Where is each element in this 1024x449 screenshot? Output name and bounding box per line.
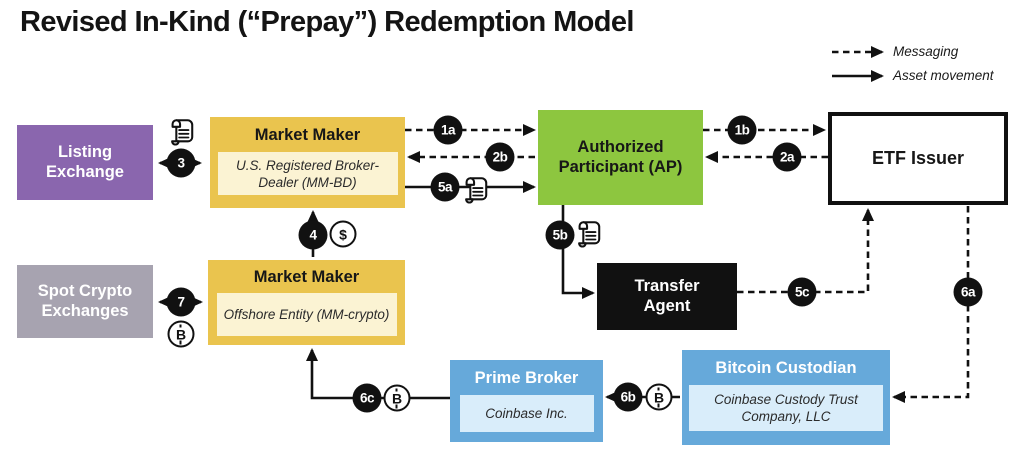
step-badge-5a: 5a: [430, 172, 460, 202]
step-badge-7: 7: [166, 287, 196, 317]
market-maker-offshore-title: Market Maker: [253, 268, 360, 286]
market-maker-offshore-subtitle: Offshore Entity (MM-crypto): [216, 293, 397, 337]
node-authorized-participant: Authorized Participant (AP): [538, 110, 703, 205]
node-market-maker-offshore: Market Maker Offshore Entity (MM-crypto): [208, 260, 405, 345]
step-badge-2a: 2a: [772, 142, 802, 172]
dollar-icon: $: [329, 220, 357, 248]
market-maker-us-subtitle: U.S. Registered Broker-Dealer (MM-BD): [217, 152, 398, 196]
prime-broker-title: Prime Broker: [474, 369, 579, 387]
authorized-participant-label: Authorized Participant (AP): [558, 138, 683, 176]
bitcoin-icon: B: [167, 320, 195, 348]
node-spot-crypto-exchanges: Spot Crypto Exchanges: [17, 265, 153, 338]
node-listing-exchange: Listing Exchange: [17, 125, 153, 200]
step-badge-5b: 5b: [545, 220, 575, 250]
step-badge-5c: 5c: [787, 277, 817, 307]
step-badge-1b: 1b: [727, 115, 757, 145]
etf-issuer-label: ETF Issuer: [871, 147, 965, 168]
step-badge-1a: 1a: [433, 115, 463, 145]
step-badge-6b: 6b: [613, 382, 643, 412]
step-badge-3: 3: [166, 148, 196, 178]
listing-exchange-label: Listing Exchange: [46, 143, 124, 181]
scroll-icon: [573, 219, 603, 248]
prime-broker-subtitle: Coinbase Inc.: [459, 395, 594, 433]
node-market-maker-us: Market Maker U.S. Registered Broker-Deal…: [210, 117, 405, 208]
scroll-icon: [166, 117, 196, 146]
node-etf-issuer: ETF Issuer: [828, 112, 1008, 205]
step-badge-6c: 6c: [352, 383, 382, 413]
step-badge-4: 4: [298, 220, 328, 250]
legend-messaging-label: Messaging: [893, 44, 959, 59]
step-badge-2b: 2b: [485, 142, 515, 172]
transfer-agent-label: Transfer Agent: [634, 277, 700, 315]
bitcoin-icon: B: [383, 384, 411, 412]
scroll-icon: [460, 175, 490, 204]
market-maker-us-title: Market Maker: [254, 126, 361, 144]
page-title: Revised In-Kind (“Prepay”) Redemption Mo…: [20, 6, 634, 38]
bitcoin-custodian-title: Bitcoin Custodian: [715, 359, 857, 377]
node-bitcoin-custodian: Bitcoin Custodian Coinbase Custody Trust…: [682, 350, 890, 445]
legend-asset-movement-label: Asset movement: [893, 68, 994, 83]
spot-crypto-exchanges-label: Spot Crypto Exchanges: [37, 282, 133, 320]
node-transfer-agent: Transfer Agent: [597, 263, 737, 330]
step-badge-6a: 6a: [953, 277, 983, 307]
bitcoin-icon: B: [645, 383, 673, 411]
bitcoin-custodian-subtitle: Coinbase Custody Trust Company, LLC: [689, 385, 883, 432]
node-prime-broker: Prime Broker Coinbase Inc.: [450, 360, 603, 442]
